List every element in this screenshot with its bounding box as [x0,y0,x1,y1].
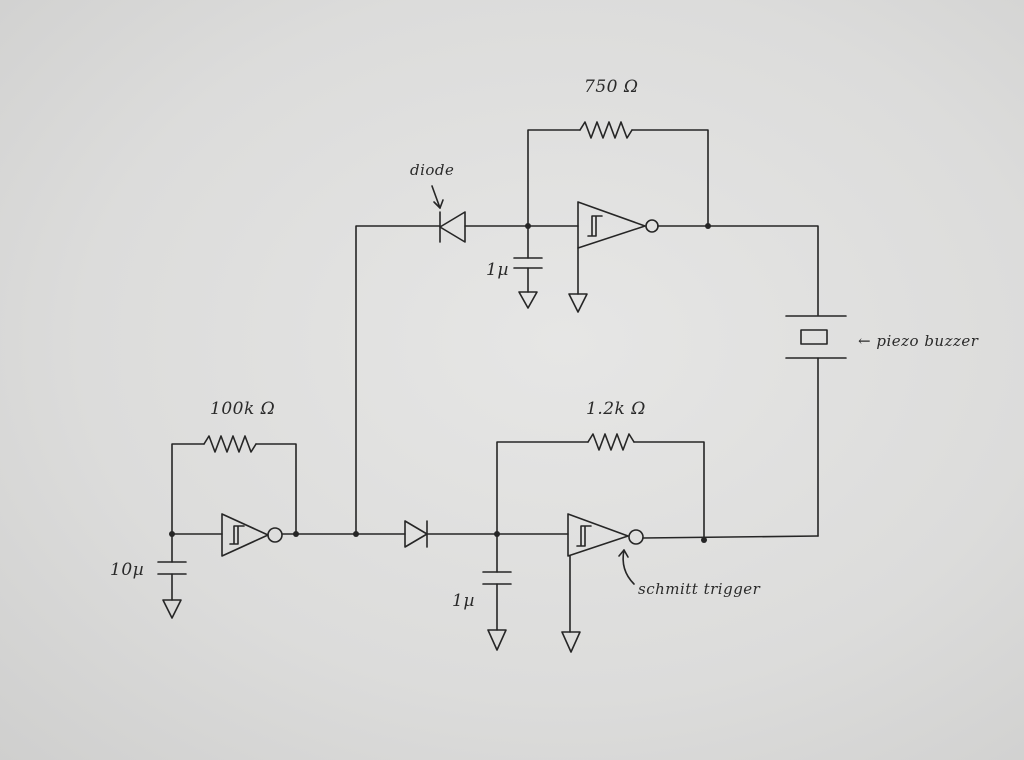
top-feedback-resistor-wires [527,129,709,227]
left-feedback-wires [171,443,297,535]
label-schmitt-trigger: schmitt trigger [638,580,761,598]
resistor-bottom [587,433,635,451]
diode-bottom [404,520,428,548]
diode-arrow [431,185,444,209]
capacitor-bottom [482,533,512,651]
node-top-2 [705,223,711,229]
label-diode: diode [410,161,454,179]
ground-bottom-trigger [561,555,581,653]
schmitt-trigger-top [577,201,659,249]
label-capacitor-bottom: 1µ [452,591,475,611]
label-piezo-buzzer: ← piezo buzzer [858,332,979,350]
bottom-feedback-wires [496,441,705,541]
piezo-buzzer [785,315,847,537]
label-resistor-left: 100k Ω [210,399,275,419]
node-bottom-2 [701,537,707,543]
schmitt-arrow [618,549,635,585]
label-resistor-bottom: 1.2k Ω [586,399,646,419]
schmitt-trigger-left [221,513,283,557]
capacitor-top [513,225,543,309]
node-left-3 [353,531,359,537]
bottom-output-wire [642,535,819,539]
diode-top [439,211,466,243]
top-left-wire [355,225,441,535]
resistor-left [203,435,257,453]
node-left-2 [293,531,299,537]
schmitt-trigger-bottom [567,513,644,557]
label-capacitor-left: 10µ [110,560,144,580]
ground-top-trigger [568,247,588,313]
label-capacitor-top: 1µ [486,260,509,280]
label-resistor-top: 750 Ω [584,77,638,97]
top-output-wire [657,225,819,316]
resistor-top [579,121,633,139]
capacitor-left [157,533,187,619]
